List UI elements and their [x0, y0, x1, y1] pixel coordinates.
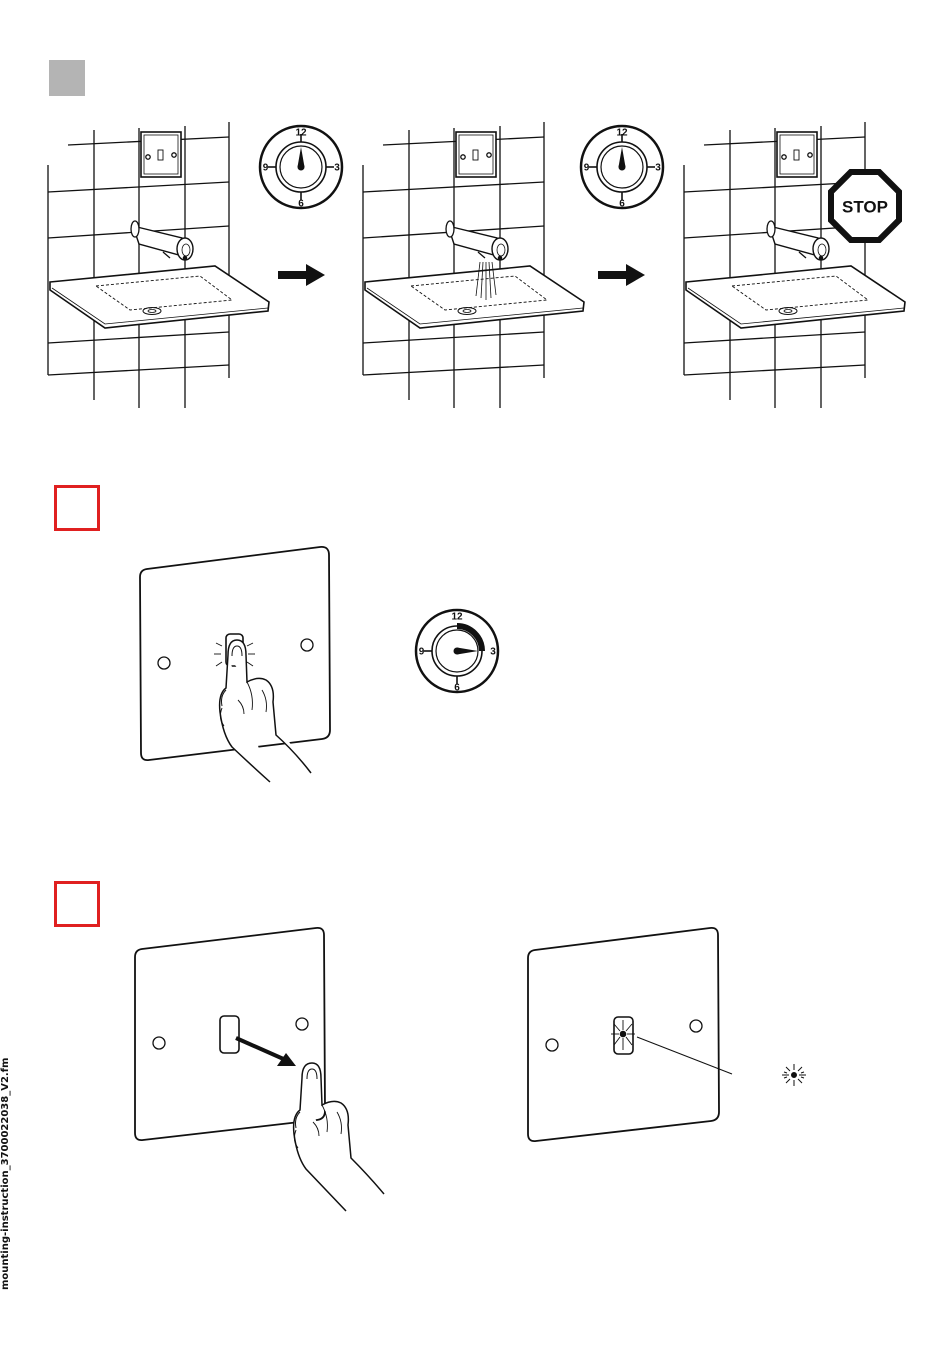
release-button-illustration [0, 915, 950, 1235]
basin-scene-2 [363, 122, 584, 408]
basin-sequence-illustration: 12 6 9 3 12 6 9 3 STOP [0, 0, 950, 450]
clock-label-6: 6 [619, 199, 625, 210]
clock-label-6: 6 [298, 199, 304, 210]
clock-label-9: 9 [263, 163, 269, 174]
document-filename-label: mounting-instruction_3700022038_V2.fm [0, 1058, 11, 1290]
basin-scene-3 [684, 122, 905, 408]
step-marker-red-1 [54, 485, 100, 531]
clock-label-6: 6 [454, 683, 460, 694]
clock-label-12: 12 [616, 128, 628, 139]
arrow-right-icon [278, 264, 325, 286]
timer-clock-icon: 12 6 9 3 [416, 610, 498, 694]
clock-label-9: 9 [419, 647, 425, 658]
clock-icon: 12 6 9 3 [260, 126, 342, 210]
clock-label-3: 3 [490, 647, 496, 658]
stop-sign-text: STOP [842, 198, 888, 217]
clock-label-9: 9 [584, 163, 590, 174]
arrow-right-icon [598, 264, 645, 286]
clock-label-3: 3 [655, 163, 661, 174]
basin-scene-1 [48, 122, 269, 408]
clock-label-12: 12 [451, 612, 463, 623]
clock-label-3: 3 [334, 163, 340, 174]
stop-sign-icon: STOP [828, 169, 902, 243]
clock-icon: 12 6 9 3 [581, 126, 663, 210]
press-button-illustration: 12 6 9 3 [0, 540, 950, 840]
clock-label-12: 12 [295, 128, 307, 139]
blinking-light-icon [782, 1064, 806, 1086]
